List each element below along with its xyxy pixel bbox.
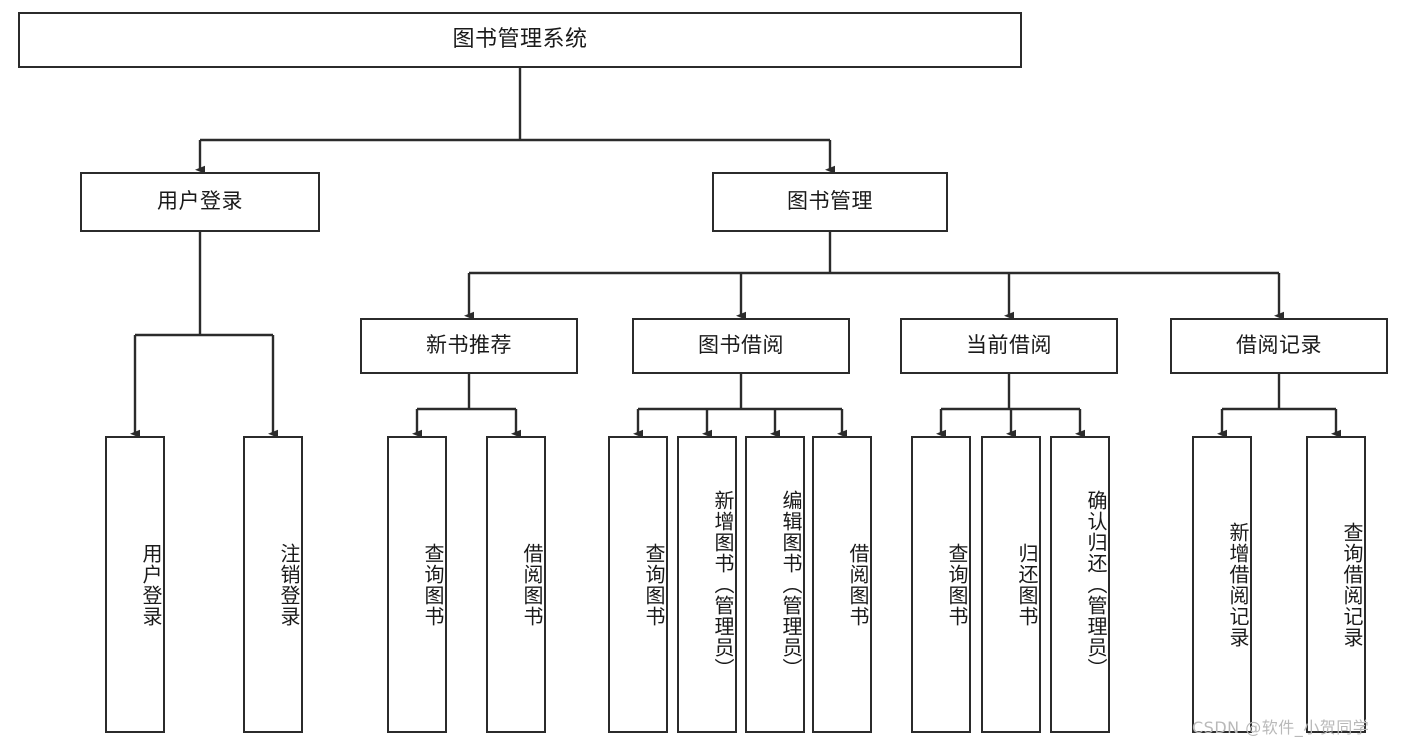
- leaf-add-book[interactable]: 新增图书（管理员）: [677, 436, 737, 733]
- node-label: 借阅图书: [520, 542, 544, 627]
- node-label: 编辑图书（管理员）: [779, 490, 803, 679]
- node-label: 借阅记录: [1236, 333, 1322, 358]
- leaf-logout[interactable]: 注销登录: [243, 436, 303, 733]
- leaf-query-borrow-record[interactable]: 查询借阅记录: [1306, 436, 1366, 733]
- watermark: CSDN @软件_小贺同学: [1192, 718, 1370, 737]
- node-label: 用户登录: [139, 542, 163, 627]
- node-label: 查询借阅记录: [1340, 521, 1364, 648]
- node-new-book-recommendation[interactable]: 新书推荐: [360, 318, 578, 374]
- node-label: 新增借阅记录: [1226, 521, 1250, 648]
- node-book-manage[interactable]: 图书管理: [712, 172, 948, 232]
- node-label: 查询图书: [945, 542, 969, 627]
- node-label: 确认归还（管理员）: [1084, 490, 1108, 679]
- leaf-query-book-current[interactable]: 查询图书: [911, 436, 971, 733]
- leaf-query-book-recommendation[interactable]: 查询图书: [387, 436, 447, 733]
- node-label: 用户登录: [157, 189, 243, 214]
- leaf-return-book[interactable]: 归还图书: [981, 436, 1041, 733]
- node-book-borrow[interactable]: 图书借阅: [632, 318, 850, 374]
- node-label: 查询图书: [421, 542, 445, 627]
- node-label: 当前借阅: [966, 333, 1052, 358]
- node-label: 注销登录: [277, 542, 301, 627]
- node-root[interactable]: 图书管理系统: [18, 12, 1022, 68]
- node-label: 图书管理系统: [452, 26, 588, 52]
- leaf-query-book-borrow[interactable]: 查询图书: [608, 436, 668, 733]
- leaf-edit-book[interactable]: 编辑图书（管理员）: [745, 436, 805, 733]
- leaf-user-login[interactable]: 用户登录: [105, 436, 165, 733]
- leaf-add-borrow-record[interactable]: 新增借阅记录: [1192, 436, 1252, 733]
- leaf-borrow-book-recommendation[interactable]: 借阅图书: [486, 436, 546, 733]
- leaf-borrow-book[interactable]: 借阅图书: [812, 436, 872, 733]
- node-user-login[interactable]: 用户登录: [80, 172, 320, 232]
- node-label: 图书借阅: [698, 333, 784, 358]
- node-label: 借阅图书: [846, 542, 870, 627]
- node-current-borrow[interactable]: 当前借阅: [900, 318, 1118, 374]
- node-label: 查询图书: [642, 542, 666, 627]
- node-label: 新增图书（管理员）: [711, 490, 735, 679]
- node-label: 新书推荐: [426, 333, 512, 358]
- node-label: 图书管理: [787, 189, 873, 214]
- node-borrow-record[interactable]: 借阅记录: [1170, 318, 1388, 374]
- leaf-confirm-return[interactable]: 确认归还（管理员）: [1050, 436, 1110, 733]
- node-label: 归还图书: [1015, 542, 1039, 627]
